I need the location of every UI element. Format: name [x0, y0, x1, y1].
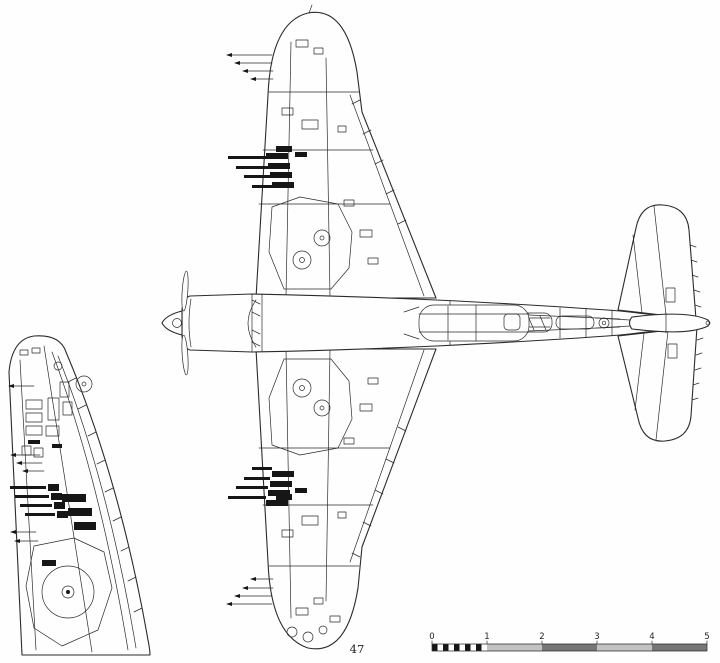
machine-gun-bay [10, 484, 96, 530]
landing-gear-bay [268, 358, 353, 456]
cowl-flap-ticks [251, 299, 261, 347]
wingtip-light [308, 4, 313, 14]
access-panels [276, 377, 379, 643]
scale-bar-labels: 0 1 2 3 4 5 [429, 632, 709, 642]
port-wing [226, 348, 437, 650]
ammunition-bays [19, 347, 93, 458]
scale-label-3: 3 [594, 632, 599, 642]
headrest [503, 313, 521, 331]
alignment-arrows [8, 384, 45, 543]
machine-gun-barrels [228, 467, 294, 506]
propeller-blade-lower [181, 334, 189, 376]
tailplane-port [617, 326, 704, 442]
trim-tab [665, 287, 676, 303]
tail-light [705, 320, 711, 326]
wing-detail-inset [8, 335, 151, 656]
engine-cowling [188, 293, 263, 353]
canopy [403, 304, 530, 342]
scale-label-2: 2 [539, 632, 544, 642]
rib-stitch-marks [689, 244, 702, 308]
scale-bar: 0 1 2 3 4 5 [429, 632, 710, 652]
canopy-outline [418, 304, 530, 342]
flap-hatching [67, 377, 143, 613]
propeller-hub [172, 318, 182, 328]
trim-tab [667, 343, 678, 359]
alignment-arrows [226, 577, 274, 606]
spinner [161, 310, 183, 336]
propeller [161, 270, 189, 376]
alignment-arrows [226, 53, 274, 81]
elevator-hinge-line [653, 205, 667, 316]
starboard-wing [226, 4, 437, 299]
landing-gear-bay [25, 537, 113, 647]
scale-label-4: 4 [649, 632, 654, 642]
propeller-blade-upper [181, 270, 189, 312]
machine-gun-barrels [228, 153, 294, 188]
rudder [628, 312, 711, 334]
aircraft-plan-view [161, 4, 711, 650]
page-number: 47 [350, 642, 365, 656]
main-wheel [41, 565, 95, 619]
rib-stitch-marks [691, 337, 704, 401]
elevator-hinge-line [655, 330, 669, 441]
wing-root-fillets [247, 299, 257, 348]
scale-bar-segments [431, 640, 708, 652]
scale-label-0: 0 [429, 632, 434, 642]
starboard-wing-outline [255, 11, 437, 299]
scale-label-5: 5 [704, 632, 709, 642]
scale-label-1: 1 [484, 632, 489, 642]
tailplane-starboard [617, 204, 702, 320]
landing-gear-bay [268, 196, 353, 290]
access-panels [276, 39, 379, 265]
